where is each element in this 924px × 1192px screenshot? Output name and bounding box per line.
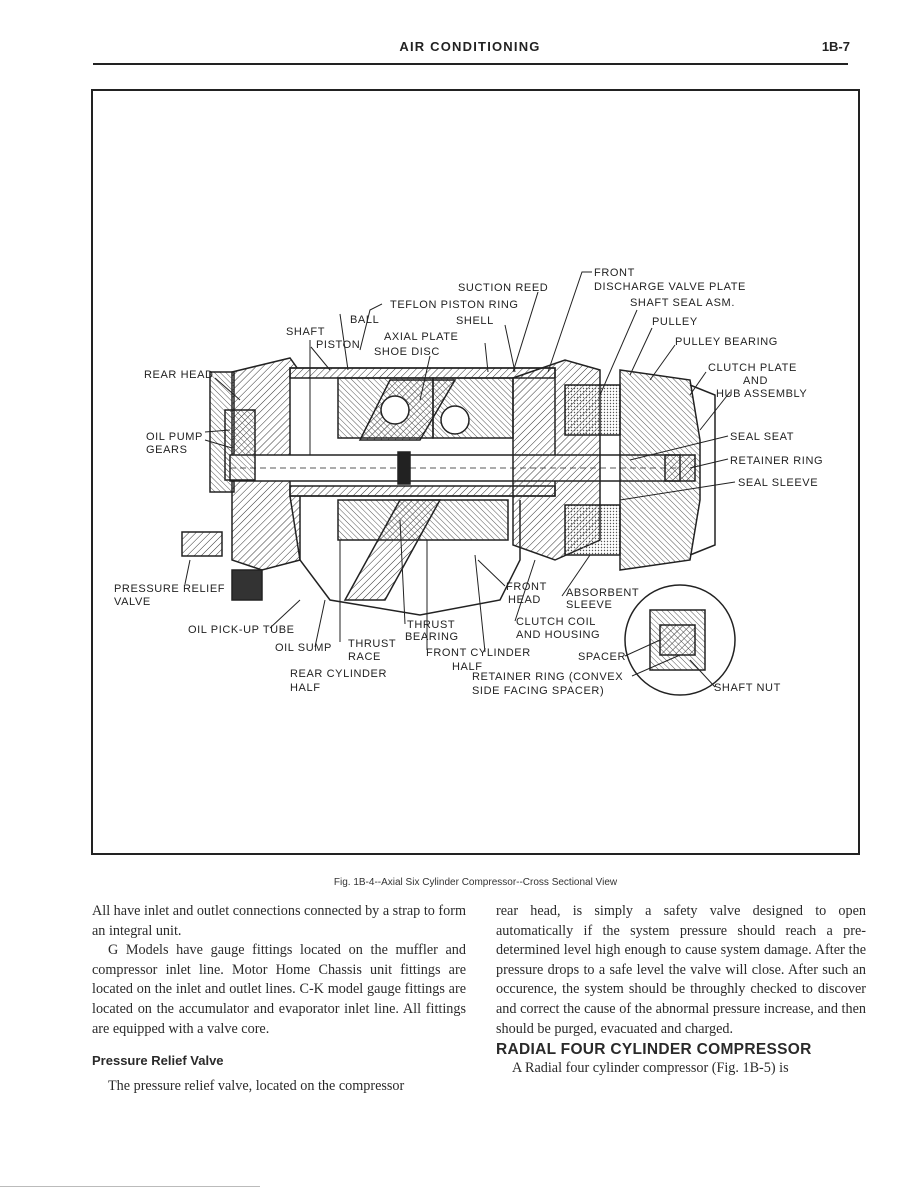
label-side-facing-spacer: SIDE FACING SPACER) xyxy=(472,685,604,697)
label-clutch-plate: CLUTCH PLATE xyxy=(708,362,797,374)
label-front-head-1: FRONT xyxy=(506,581,547,593)
left-paragraph-2: G Models have gauge fittings located on … xyxy=(92,942,466,1037)
left-paragraph-3: The pressure relief valve, located on th… xyxy=(108,1077,405,1094)
pressure-relief-heading: Pressure Relief Valve xyxy=(92,1053,224,1069)
label-spacer: SPACER xyxy=(578,651,626,663)
right-text-column: rear head, is simply a safety valve desi… xyxy=(496,902,866,1079)
label-retainer-ring-convex: RETAINER RING (CONVEX xyxy=(472,671,623,683)
figure-frame xyxy=(91,89,860,855)
label-bearing: BEARING xyxy=(405,631,459,643)
label-piston: PISTON xyxy=(316,339,360,351)
page-number: 1B-7 xyxy=(821,39,850,54)
label-and: AND xyxy=(743,375,768,387)
figure-caption: Fig. 1B-4--Axial Six Cylinder Compressor… xyxy=(333,877,618,888)
label-thrust-2: THRUST xyxy=(348,638,396,650)
label-shaft: SHAFT xyxy=(286,326,325,338)
label-oil-pump: OIL PUMP xyxy=(146,431,203,443)
label-and-housing: AND HOUSING xyxy=(516,629,600,641)
right-paragraph-1: rear head, is simply a safety valve desi… xyxy=(496,903,866,1037)
label-absorbent: ABSORBENT xyxy=(566,587,639,599)
right-paragraph-2: A Radial four cylinder compressor (Fig. … xyxy=(512,1060,789,1077)
label-valve: VALVE xyxy=(114,596,151,608)
label-rear-head: REAR HEAD xyxy=(144,369,214,381)
label-shaft-nut: SHAFT NUT xyxy=(714,682,781,694)
label-thrust-1: THRUST xyxy=(407,619,455,631)
label-teflon-piston-ring: TEFLON PISTON RING xyxy=(390,299,519,311)
running-header-title: AIR CONDITIONING xyxy=(399,39,541,54)
label-discharge-valve-plate: DISCHARGE VALVE PLATE xyxy=(594,281,746,293)
label-ball: BALL xyxy=(350,314,379,326)
label-seal-seat: SEAL SEAT xyxy=(730,431,794,443)
label-front-head-2: HEAD xyxy=(508,594,541,606)
label-seal-sleeve: SEAL SLEEVE xyxy=(738,477,818,489)
label-sleeve: SLEEVE xyxy=(566,599,612,611)
label-shell: SHELL xyxy=(456,315,494,327)
label-axial-plate: AXIAL PLATE xyxy=(384,331,458,343)
leader-lines xyxy=(184,271,736,688)
label-oil-sump: OIL SUMP xyxy=(275,642,332,654)
label-suction-reed: SUCTION REED xyxy=(458,282,548,294)
label-race: RACE xyxy=(348,651,381,663)
label-hub-assembly: HUB ASSEMBLY xyxy=(716,388,807,400)
label-oil-pickup-tube: OIL PICK-UP TUBE xyxy=(188,624,295,636)
label-front-cylinder: FRONT CYLINDER xyxy=(426,647,531,659)
label-gears: GEARS xyxy=(146,444,188,456)
callout-labels: FRONT SUCTION REED DISCHARGE VALVE PLATE… xyxy=(114,267,823,697)
label-front: FRONT xyxy=(594,267,635,279)
label-half-1: HALF xyxy=(452,661,483,673)
label-pulley-bearing: PULLEY BEARING xyxy=(675,336,778,348)
left-paragraph-1: All have inlet and outlet connections co… xyxy=(92,903,466,939)
header-rule xyxy=(93,63,848,65)
label-rear-cylinder: REAR CYLINDER xyxy=(290,668,387,680)
label-shoe-disc: SHOE DISC xyxy=(374,346,440,358)
compressor-body-drawing xyxy=(181,357,736,696)
label-half-2: HALF xyxy=(290,682,321,694)
footer-rule xyxy=(0,1186,260,1187)
label-shaft-seal-asm: SHAFT SEAL ASM. xyxy=(630,297,735,309)
left-text-column: All have inlet and outlet connections co… xyxy=(92,902,466,1096)
label-retainer-ring: RETAINER RING xyxy=(730,455,823,467)
label-pulley: PULLEY xyxy=(652,316,698,328)
radial-compressor-heading: RADIAL FOUR CYLINDER COMPRESSOR xyxy=(496,1041,812,1059)
label-clutch-coil: CLUTCH COIL xyxy=(516,616,596,628)
compressor-cross-section-diagram: FRONT SUCTION REED DISCHARGE VALVE PLATE… xyxy=(114,267,823,697)
label-pressure-relief: PRESSURE RELIEF xyxy=(114,583,225,595)
